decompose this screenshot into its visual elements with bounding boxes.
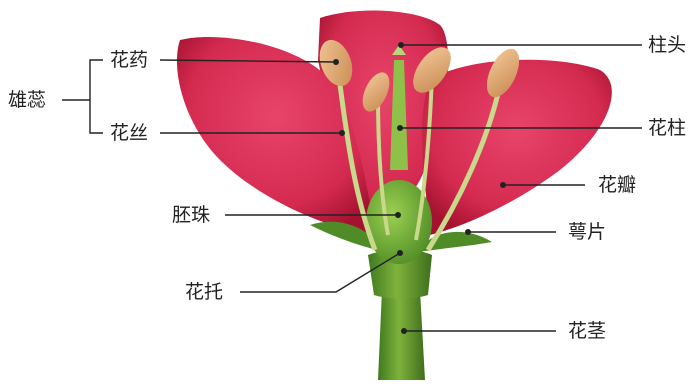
- label-sepal: 萼片: [568, 221, 607, 243]
- stem-shape: [378, 290, 425, 380]
- anther-4: [486, 48, 520, 98]
- filament-1: [335, 69, 378, 251]
- receptacle-leader: [240, 252, 401, 293]
- label-style: 花柱: [648, 117, 687, 139]
- stigma-shape: [392, 45, 406, 55]
- stigma-dot: [398, 42, 404, 48]
- stamen-bracket: [89, 59, 103, 134]
- label-stamen: 雄蕊: [8, 89, 47, 111]
- receptacle-dot: [397, 250, 403, 256]
- petal-right: [422, 59, 612, 235]
- filament-dot: [339, 130, 345, 136]
- petal-left: [176, 36, 375, 236]
- anther-leader: [159, 59, 337, 63]
- sepal-left: [310, 221, 385, 252]
- style-shape: [390, 60, 408, 170]
- label-filament: 花丝: [110, 122, 149, 144]
- petal-dot: [500, 182, 506, 188]
- filament-3: [414, 74, 434, 241]
- anther-3: [413, 47, 451, 93]
- stem-dot: [401, 328, 407, 334]
- label-petal: 花瓣: [598, 174, 637, 196]
- label-anther: 花药: [110, 49, 149, 71]
- label-receptacle: 花托: [185, 281, 224, 303]
- label-ovule: 胚珠: [172, 204, 211, 226]
- anther-2: [362, 72, 390, 112]
- ovule-dot: [395, 212, 401, 218]
- filament-2: [376, 94, 390, 236]
- label-stigma: 柱头: [648, 34, 687, 56]
- filament-4: [425, 84, 503, 252]
- sepal-dot: [465, 229, 471, 235]
- label-stem: 花茎: [568, 320, 607, 342]
- style-dot: [397, 125, 403, 131]
- anther-dot: [333, 59, 339, 65]
